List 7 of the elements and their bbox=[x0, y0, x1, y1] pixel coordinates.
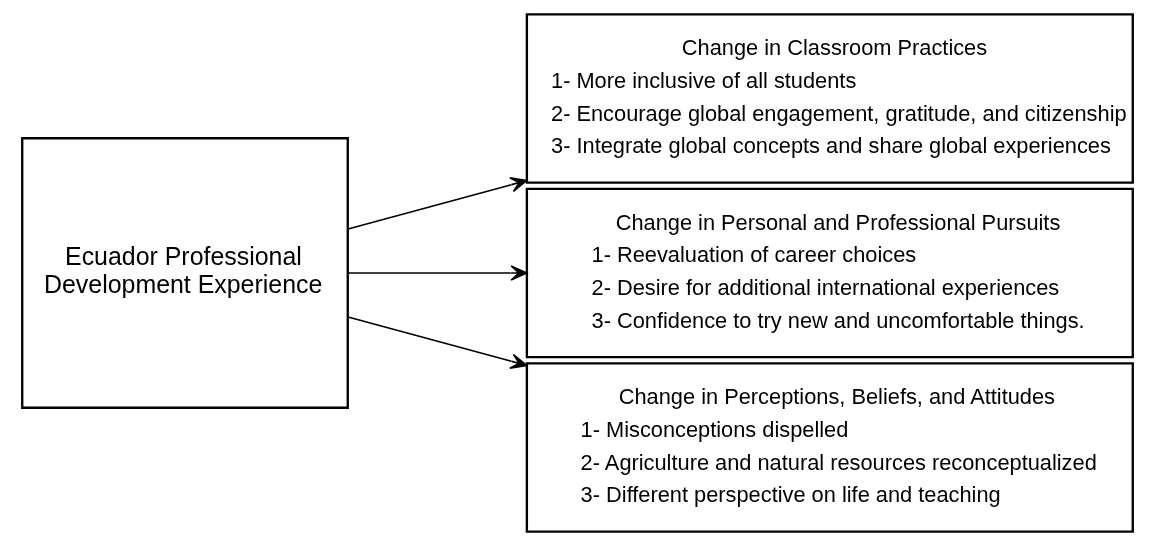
node-box: Change in Perceptions, Beliefs, and Attitudes 1- Misconceptions dispelled 2- Agriculture and natural resources reconceptualized 3- Different perspective on life and teaching bbox=[525, 362, 1134, 533]
arrow bbox=[346, 265, 527, 281]
node-box: Change in Classroom Practices 1- More inclusive of all students 2- Encourage global engagement, gratitude, and citizenship 3- Integrate global concepts and share global experiences bbox=[525, 13, 1134, 184]
node-box: Change in Personal and Professional Pursuits 1- Reevaluation of career choices 2- Desire for additional international experiences 3- Confidence to try new and uncomfortable things. bbox=[525, 187, 1134, 359]
arrow bbox=[346, 177, 527, 230]
arrow bbox=[346, 316, 527, 369]
node-box: Ecuador Professional Development Experience bbox=[20, 137, 349, 409]
